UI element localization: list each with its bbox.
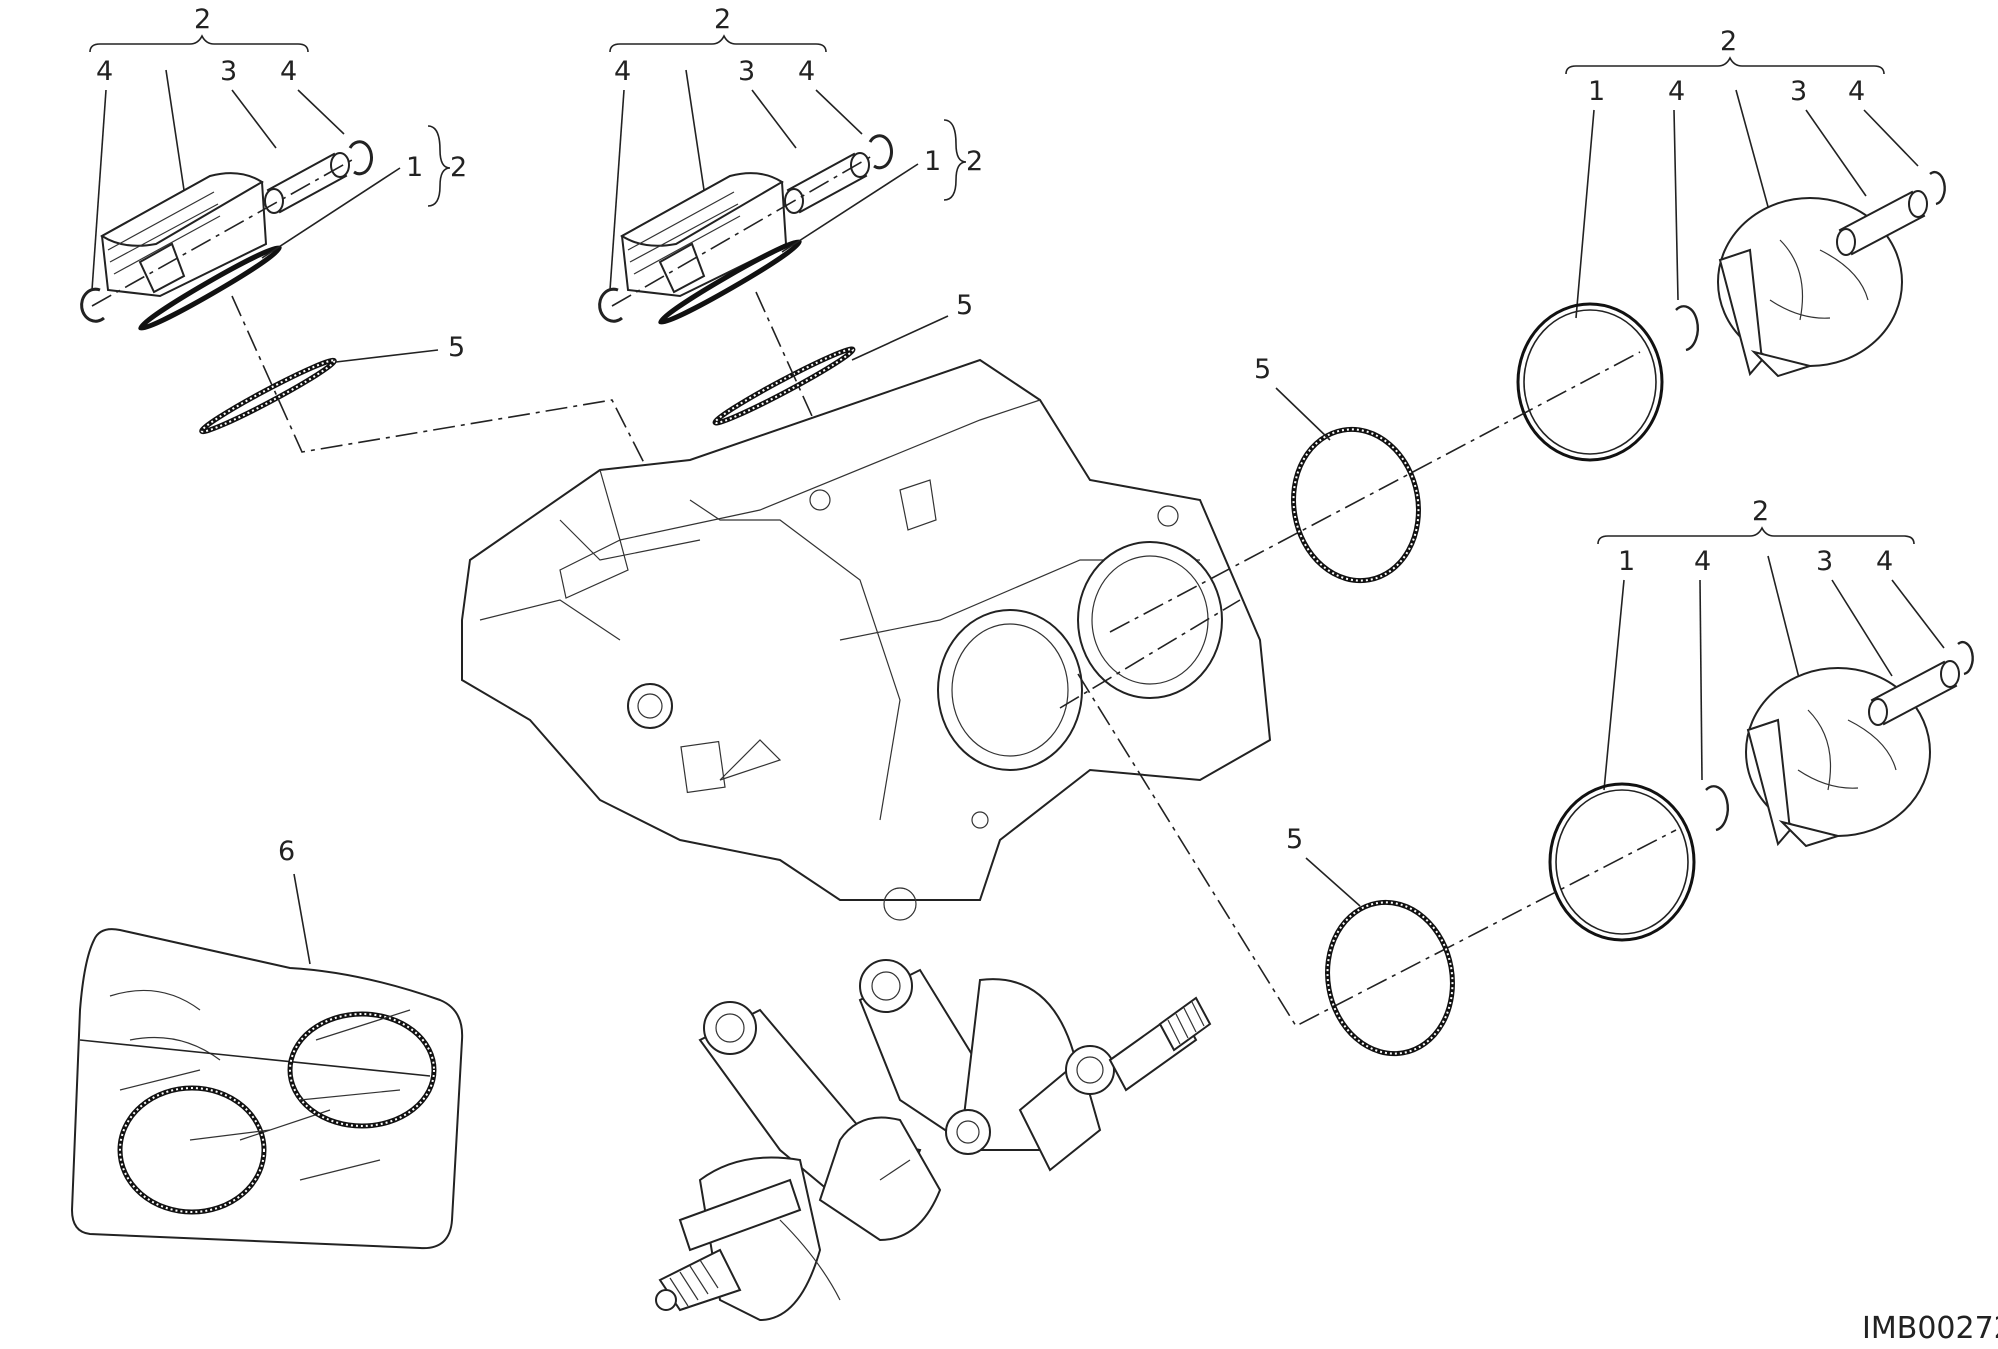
callout-2: 2 — [450, 152, 467, 183]
callout-4: 4 — [798, 56, 815, 87]
piston-group-d: 2 1 4 3 4 5 — [1077, 496, 1974, 1057]
callout-3: 3 — [220, 56, 237, 87]
callout-4: 4 — [280, 56, 297, 87]
crankshaft-icon — [655, 959, 1212, 1322]
circlip-icon — [1929, 170, 1946, 206]
callout-6: 6 — [278, 836, 295, 867]
circlip-icon — [868, 134, 893, 170]
callout-2: 2 — [1720, 26, 1737, 57]
piston-icon — [620, 172, 788, 298]
callout-3: 3 — [738, 56, 755, 87]
callout-5: 5 — [1254, 354, 1271, 385]
crankcase-icon — [461, 358, 1272, 921]
callout-2: 2 — [194, 4, 211, 35]
circlip-icon — [80, 287, 105, 323]
circlip-icon — [1705, 785, 1729, 832]
callout-1: 1 — [406, 152, 423, 183]
ring-icon — [138, 245, 282, 331]
circlip-icon — [598, 287, 623, 323]
callout-4: 4 — [1694, 546, 1711, 577]
ring-icon — [1548, 782, 1696, 942]
callout-4: 4 — [96, 56, 113, 87]
circlip-icon — [1675, 305, 1699, 352]
callout-1: 1 — [1588, 76, 1605, 107]
callout-4: 4 — [1876, 546, 1893, 577]
callout-3: 3 — [1816, 546, 1833, 577]
callout-3: 3 — [1790, 76, 1807, 107]
callout-4: 4 — [614, 56, 631, 87]
callout-1: 1 — [924, 146, 941, 177]
ring-icon — [199, 357, 337, 435]
ring-icon — [1325, 899, 1455, 1057]
piston-group-b: 2 4 3 4 1 2 5 — [598, 4, 983, 457]
piston-pin-icon — [1868, 660, 1960, 726]
callout-2: 2 — [1752, 496, 1769, 527]
drawing-code: IMB00272 — [1862, 1311, 1998, 1346]
gasket-kit-icon: 6 — [70, 836, 464, 1250]
piston-icon — [100, 172, 268, 298]
callout-2: 2 — [966, 146, 983, 177]
ring-icon — [1516, 302, 1664, 462]
callout-5: 5 — [956, 290, 973, 321]
piston-pin-icon — [1836, 190, 1928, 256]
circlip-icon — [1957, 640, 1974, 676]
ring-icon — [1291, 426, 1421, 584]
ring-icon — [658, 239, 802, 325]
callout-1: 1 — [1618, 546, 1635, 577]
circlip-icon — [348, 140, 373, 176]
callout-4: 4 — [1668, 76, 1685, 107]
callout-5: 5 — [1286, 824, 1303, 855]
piston-pin-icon — [264, 152, 350, 214]
piston-group-c: 2 1 4 3 4 5 — [1109, 26, 1946, 633]
piston-group-a: 2 4 3 4 1 2 — [80, 4, 669, 511]
callout-5: 5 — [448, 332, 465, 363]
callout-2: 2 — [714, 4, 731, 35]
callout-4: 4 — [1848, 76, 1865, 107]
